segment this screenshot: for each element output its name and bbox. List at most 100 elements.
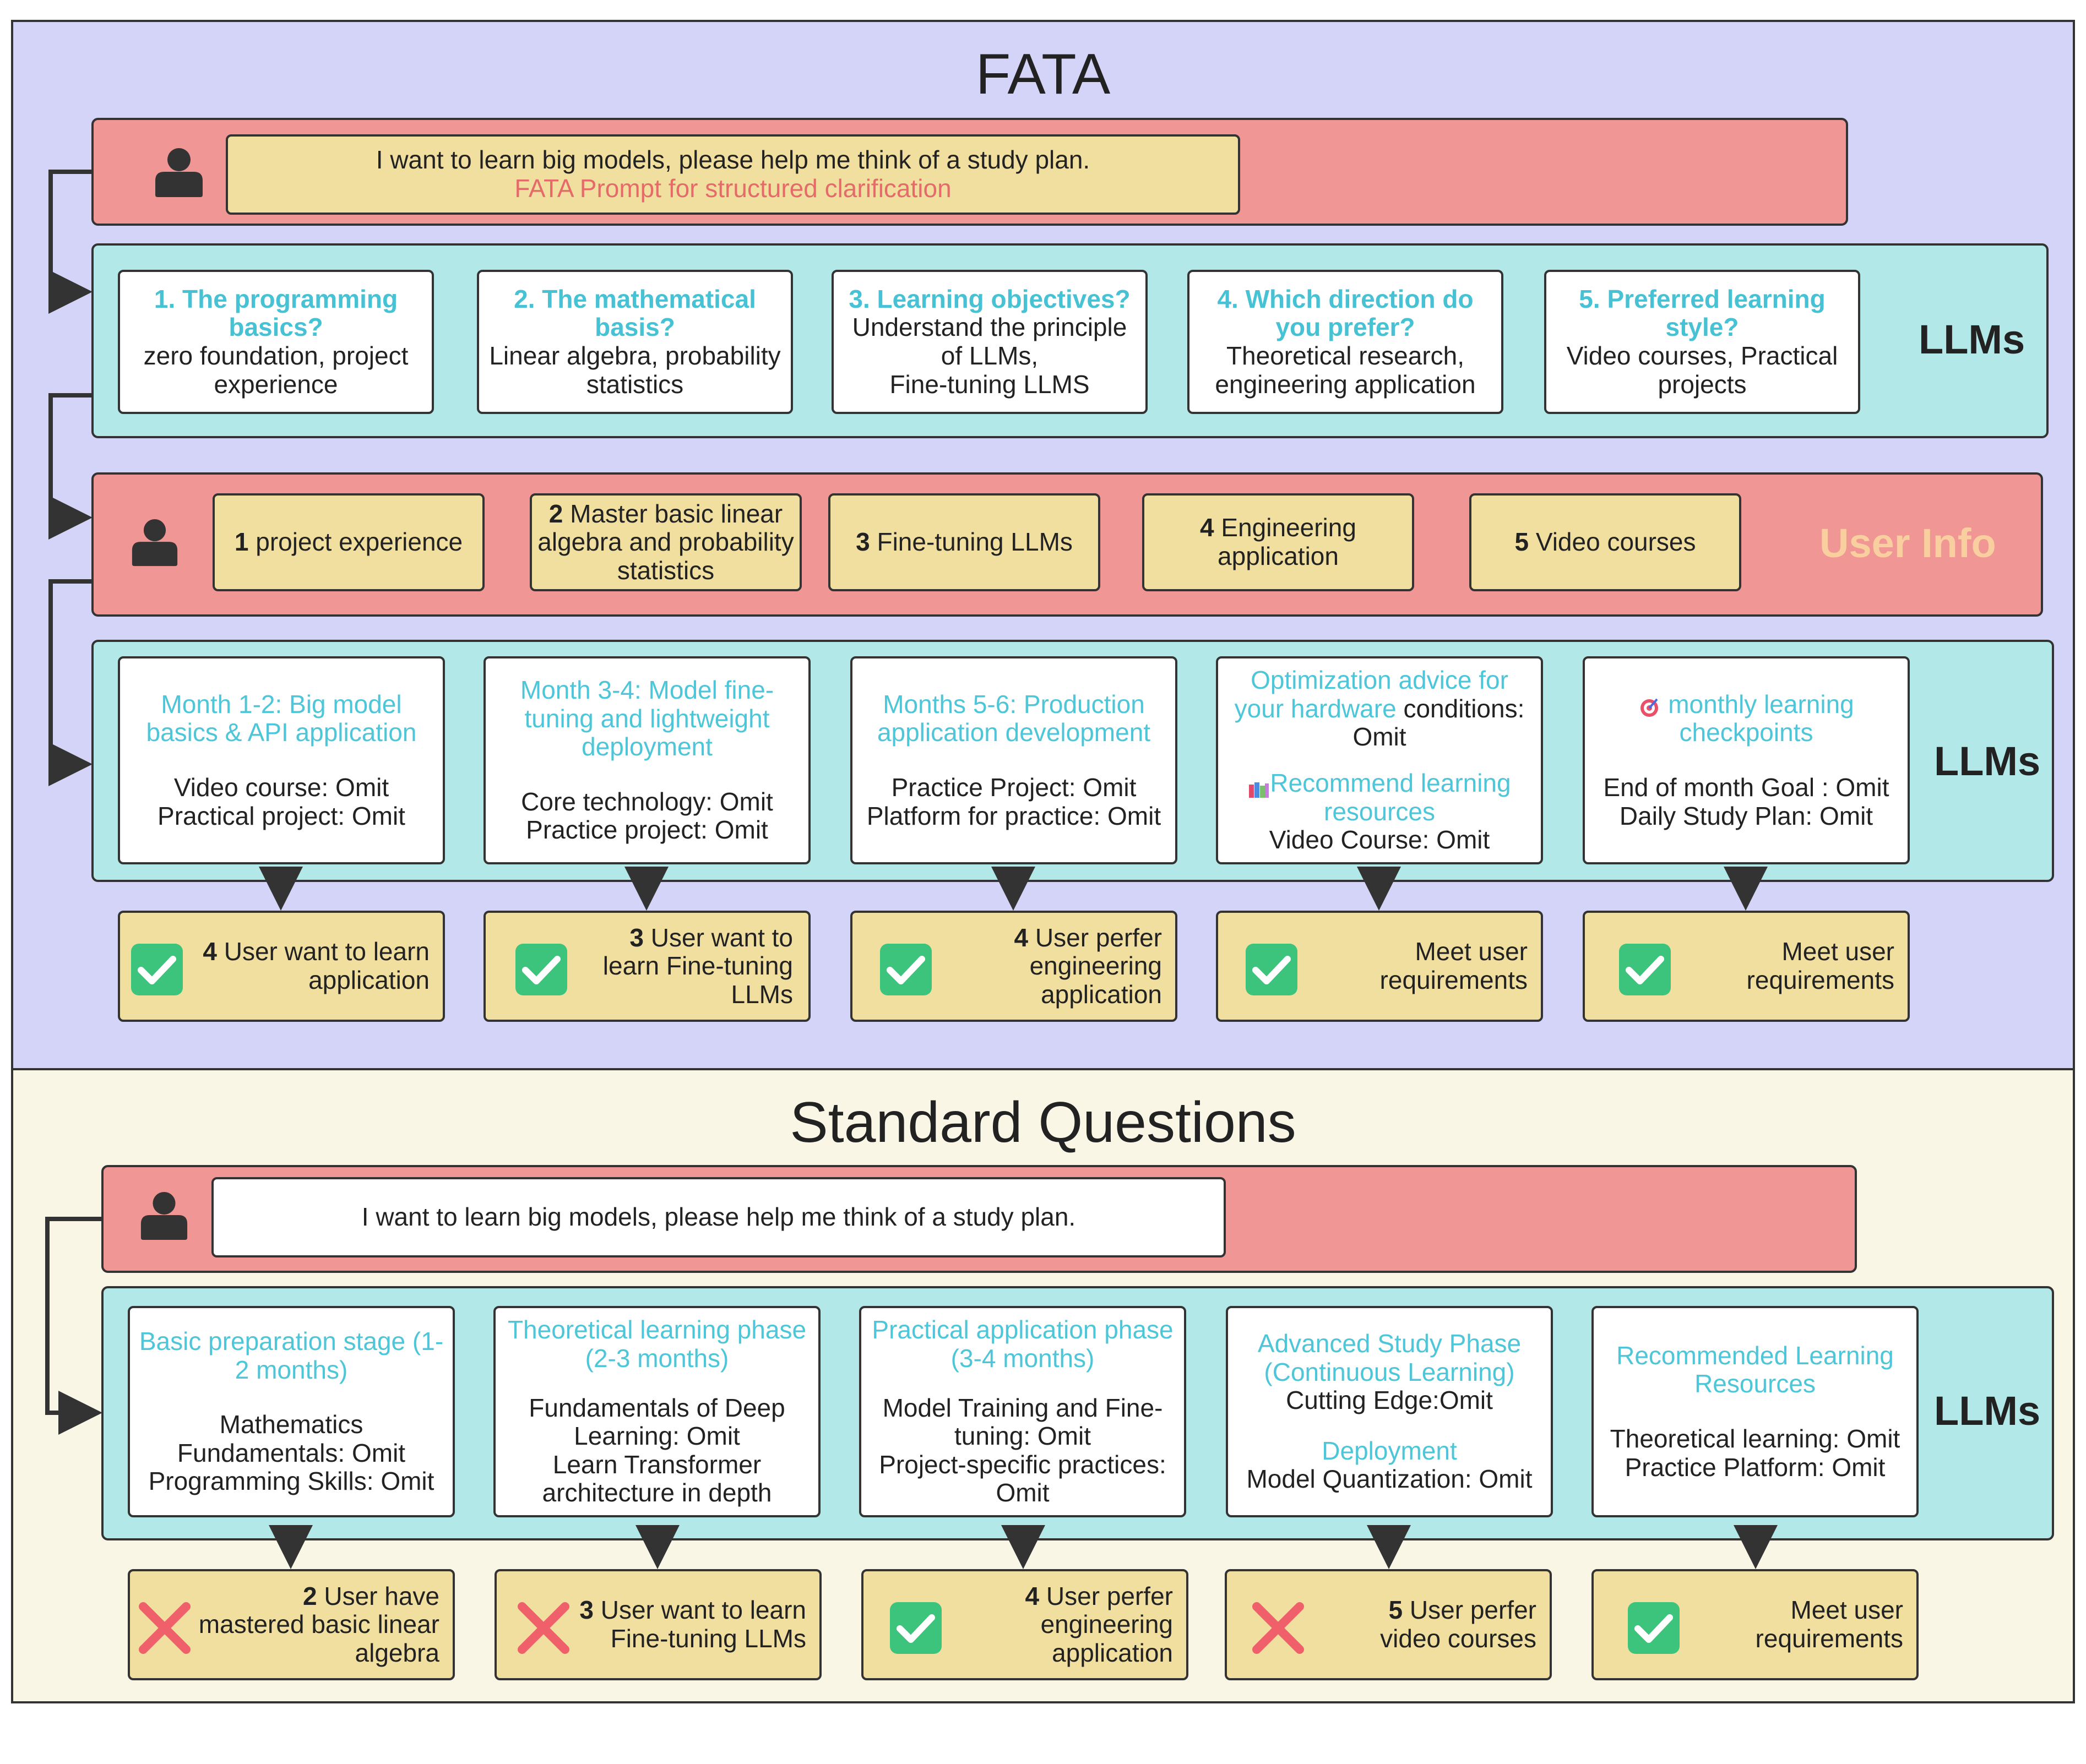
standard-prompt-box: I want to learn big models, please help … bbox=[211, 1177, 1226, 1257]
question-card: 2. The mathematical basis? Linear algebr… bbox=[477, 270, 793, 414]
check-icon bbox=[514, 943, 568, 997]
plan-line: Omit bbox=[1352, 722, 1406, 752]
result-num: 4 bbox=[1025, 1581, 1040, 1610]
plan-line: Daily Study Plan: Omit bbox=[1619, 801, 1873, 830]
plan-subtitle: Recommend learning resources bbox=[1270, 769, 1511, 826]
plan-card: Practical application phase (3-4 months)… bbox=[859, 1306, 1186, 1517]
question-title: 1. The programming basics? bbox=[154, 284, 398, 342]
result-num: 5 bbox=[1388, 1596, 1403, 1625]
prompt-subtext: FATA Prompt for structured clarification bbox=[514, 174, 952, 203]
result-box: 3 User want to learn Fine-tuning LLMs bbox=[495, 1569, 822, 1680]
plan-line: Fundamentals of Deep Learning: Omit bbox=[529, 1393, 785, 1451]
cross-icon bbox=[1251, 1601, 1305, 1655]
plan-title: Months 5-6: Production application devel… bbox=[877, 689, 1151, 747]
result-box: 3 User want to learn Fine-tuning LLMs bbox=[484, 911, 811, 1022]
result-box: 2 User have mastered basic linear algebr… bbox=[128, 1569, 455, 1680]
check-icon bbox=[1618, 943, 1672, 997]
check-icon bbox=[889, 1601, 943, 1655]
result-box: 5 User perfer video courses bbox=[1225, 1569, 1552, 1680]
check-icon bbox=[879, 943, 933, 997]
result-box: Meet user requirements bbox=[1216, 911, 1543, 1022]
check-icon bbox=[1245, 943, 1299, 997]
question-body: Linear algebra, probability statistics bbox=[489, 341, 781, 399]
cross-icon bbox=[138, 1601, 192, 1655]
plan-line: Practice project: Omit bbox=[526, 815, 768, 845]
userinfo-text: Video courses bbox=[1535, 527, 1696, 557]
plan-line: Video course: Omit bbox=[173, 773, 389, 802]
plan-card: monthly learning checkpoints End of mont… bbox=[1583, 656, 1910, 864]
question-card: 1. The programming basics? zero foundati… bbox=[118, 270, 434, 414]
plan-line: Model Training and Fine-tuning: Omit bbox=[882, 1393, 1163, 1451]
userinfo-box: 2 Master basic linear algebra and probab… bbox=[530, 493, 802, 591]
question-body: zero foundation, project experience bbox=[143, 341, 409, 399]
user-icon bbox=[153, 148, 205, 198]
plan-title: Basic preparation stage (1-2 months) bbox=[139, 1327, 444, 1384]
result-text: User perfer video courses bbox=[1380, 1596, 1536, 1653]
plan-title: Optimization advice for your hardware bbox=[1234, 666, 1508, 723]
check-icon bbox=[130, 943, 184, 997]
question-body: Video courses, Practical projects bbox=[1566, 341, 1838, 399]
plan-card: Recommended Learning Resources Theoretic… bbox=[1591, 1306, 1919, 1517]
userinfo-box: 5 Video courses bbox=[1469, 493, 1741, 591]
result-num: 4 bbox=[1014, 923, 1029, 952]
question-title: 3. Learning objectives? bbox=[849, 284, 1131, 313]
user-icon bbox=[139, 1191, 189, 1241]
question-body-line: Understand the principle of LLMs, bbox=[852, 313, 1127, 370]
standard-title: Standard Questions bbox=[790, 1091, 1296, 1155]
plan-line: Mathematics Fundamentals: Omit bbox=[177, 1410, 406, 1467]
userinfo-num: 4 bbox=[1200, 513, 1214, 542]
plan-line: End of month Goal : Omit bbox=[1603, 773, 1889, 802]
plan-subtitle: Deployment bbox=[1322, 1436, 1457, 1465]
plan-line: Model Quantization: Omit bbox=[1246, 1464, 1533, 1494]
plan-title: Month 1-2: Big model basics & API applic… bbox=[146, 689, 417, 747]
question-card: 3. Learning objectives? Understand the p… bbox=[832, 270, 1148, 414]
result-box: 4 User perfer engineering application bbox=[850, 911, 1177, 1022]
plan-line: Practice Project: Omit bbox=[891, 773, 1137, 802]
llms-label: LLMs bbox=[1919, 317, 2025, 362]
userinfo-text: project experience bbox=[256, 527, 463, 557]
plan-title: Recommended Learning Resources bbox=[1616, 1341, 1894, 1398]
plan-title: Advanced Study Phase (Continuous Learnin… bbox=[1257, 1329, 1522, 1386]
userinfo-text: Fine-tuning LLMs bbox=[877, 527, 1073, 557]
result-box: Meet user requirements bbox=[1583, 911, 1910, 1022]
plan-title-rest: conditions: bbox=[1403, 694, 1525, 723]
result-box: 4 User perfer engineering application bbox=[861, 1569, 1188, 1680]
plan-title: Practical application phase (3-4 months) bbox=[872, 1315, 1174, 1373]
question-title: 2. The mathematical basis? bbox=[514, 284, 756, 342]
userinfo-box: 4 Engineering application bbox=[1142, 493, 1414, 591]
llms-label: LLMs bbox=[1934, 1388, 2041, 1434]
plan-title: Theoretical learning phase (2-3 months) bbox=[507, 1315, 807, 1373]
plan-line: Platform for practice: Omit bbox=[866, 801, 1161, 830]
result-num: 2 bbox=[302, 1581, 317, 1610]
result-box: 4 User want to learn application bbox=[118, 911, 445, 1022]
result-text: User have mastered basic linear algebra bbox=[198, 1581, 439, 1667]
plan-line: Theoretical learning: Omit bbox=[1610, 1424, 1900, 1453]
fata-title: FATA bbox=[975, 42, 1111, 106]
books-icon bbox=[1248, 776, 1270, 798]
result-text: User want to learn Fine-tuning LLMs bbox=[600, 1596, 806, 1653]
check-icon bbox=[1627, 1601, 1681, 1655]
result-num: 3 bbox=[629, 923, 644, 952]
result-text: User want to learn Fine-tuning LLMs bbox=[602, 923, 793, 1009]
userinfo-num: 1 bbox=[234, 527, 249, 557]
result-num: 3 bbox=[579, 1596, 594, 1625]
question-title: 5. Preferred learning style? bbox=[1579, 284, 1826, 342]
question-card: 4. Which direction do you prefer? Theore… bbox=[1187, 270, 1503, 414]
result-text: Meet user requirements bbox=[1379, 937, 1528, 994]
user-icon bbox=[130, 519, 180, 567]
plan-card: Advanced Study Phase (Continuous Learnin… bbox=[1226, 1306, 1553, 1517]
cross-icon bbox=[517, 1601, 571, 1655]
result-text: Meet user requirements bbox=[1755, 1596, 1903, 1653]
plan-line: Core technology: Omit bbox=[521, 787, 773, 816]
userinfo-box: 1 project experience bbox=[213, 493, 485, 591]
plan-card: Theoretical learning phase (2-3 months) … bbox=[493, 1306, 821, 1517]
llms-label: LLMs bbox=[1934, 738, 2041, 784]
question-card: 5. Preferred learning style? Video cours… bbox=[1544, 270, 1860, 414]
prompt-text: I want to learn big models, please help … bbox=[376, 145, 1090, 175]
result-box: Meet user requirements bbox=[1591, 1569, 1919, 1680]
userinfo-box: 3 Fine-tuning LLMs bbox=[828, 493, 1100, 591]
plan-card: Optimization advice for your hardware co… bbox=[1216, 656, 1543, 864]
userinfo-text: Master basic linear algebra and probabil… bbox=[537, 499, 794, 585]
plan-line: Programming Skills: Omit bbox=[148, 1467, 434, 1496]
question-body-line: Fine-tuning LLMS bbox=[889, 369, 1090, 399]
